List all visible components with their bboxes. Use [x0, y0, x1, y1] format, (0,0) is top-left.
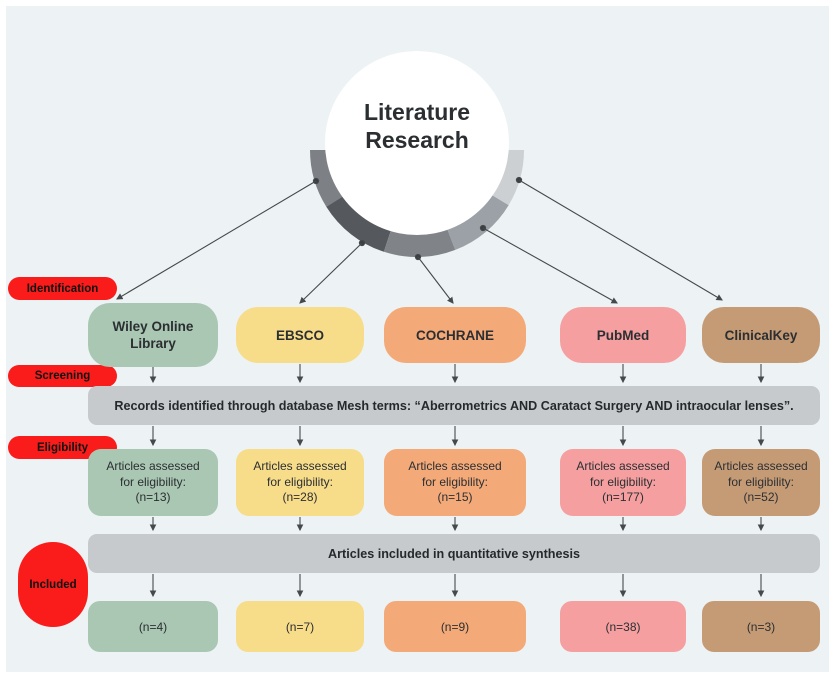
eligibility-count-pubmed: (n=177): [602, 490, 644, 505]
included-count-box-wiley: (n=4): [88, 601, 218, 652]
included-count-cochrane: (n=9): [440, 619, 470, 634]
included-count-clinicalkey: (n=3): [746, 619, 776, 634]
included-count-wiley: (n=4): [138, 619, 168, 634]
hub-arc-ring: [310, 150, 524, 258]
stage-screening: Screening: [8, 365, 117, 387]
eligibility-text: Articles assessed: [106, 459, 200, 474]
database-label-pubmed: PubMed: [596, 327, 650, 343]
hub-title-line2: Research: [365, 127, 469, 153]
database-box-cochrane: COCHRANE: [384, 307, 526, 363]
eligibility-count-cochrane: (n=15): [437, 490, 473, 505]
eligibility-count-clinicalkey: (n=52): [743, 490, 779, 505]
included-count-ebsco: (n=7): [285, 619, 315, 634]
eligibility-box-pubmed: Articles assessed for eligibility: (n=17…: [560, 449, 686, 516]
stage-identification: Identification: [8, 277, 117, 300]
database-box-clinicalkey: ClinicalKey: [702, 307, 820, 363]
stage-included-label: Included: [29, 578, 77, 591]
database-box-ebsco: EBSCO: [236, 307, 364, 363]
hub-circle: [325, 51, 509, 235]
included-count-box-pubmed: (n=38): [560, 601, 686, 652]
database-label-clinicalkey: ClinicalKey: [724, 327, 798, 343]
stage-identification-label: Identification: [26, 282, 99, 295]
eligibility-text: Articles assessed: [576, 459, 670, 474]
eligibility-text: Articles assessed: [408, 459, 502, 474]
hub-title-line1: Literature: [363, 99, 471, 125]
stage-eligibility-label: Eligibility: [36, 441, 89, 454]
eligibility-text: Articles assessed: [714, 459, 808, 474]
included-count-pubmed: (n=38): [605, 619, 641, 634]
database-label-ebsco: EBSCO: [275, 327, 324, 343]
included-to-count-arrows: [149, 574, 765, 598]
stage-screening-label: Screening: [34, 370, 91, 382]
eligibility-box-wiley: Articles assessed for eligibility: (n=13…: [88, 449, 218, 516]
included-count-box-clinicalkey: (n=3): [702, 601, 820, 652]
eligibility-box-clinicalkey: Articles assessed for eligibility: (n=52…: [702, 449, 820, 516]
arc-segment-2: [326, 192, 392, 252]
hub-title: Literature Research: [317, 98, 517, 154]
included-synthesis-text: Articles included in quantitative synthe…: [328, 546, 580, 561]
included-count-box-ebsco: (n=7): [236, 601, 364, 652]
included-count-box-cochrane: (n=9): [384, 601, 526, 652]
eligibility-box-ebsco: Articles assessed for eligibility: (n=28…: [236, 449, 364, 516]
database-box-pubmed: PubMed: [560, 307, 686, 363]
eligibility-count-wiley: (n=13): [135, 490, 171, 505]
database-box-wiley: Wiley Online Library: [88, 303, 218, 367]
records-identified-bar: Records identified through database Mesh…: [88, 386, 820, 425]
arc-segment-5: [486, 150, 524, 206]
arc-segment-4: [446, 191, 509, 250]
eligibility-box-cochrane: Articles assessed for eligibility: (n=15…: [384, 449, 526, 516]
diagram-canvas: Literature Research Identification Scree…: [6, 6, 829, 672]
eligibility-count-ebsco: (n=28): [282, 490, 318, 505]
included-synthesis-bar: Articles included in quantitative synthe…: [88, 534, 820, 573]
database-label-cochrane: COCHRANE: [415, 327, 494, 343]
database-label-wiley: Wiley Online Library: [112, 319, 194, 351]
eligibility-to-included-arrows: [149, 517, 765, 532]
records-identified-text: Records identified through database Mesh…: [114, 398, 794, 413]
arc-segment-1: [310, 150, 349, 207]
connector-layer: [116, 51, 765, 598]
stage-included: Included: [18, 542, 88, 627]
records-to-eligibility-arrows: [149, 426, 765, 447]
eligibility-text: Articles assessed: [253, 459, 347, 474]
hub-to-database-arrows: [116, 176, 723, 304]
database-to-records-arrows: [149, 364, 765, 384]
